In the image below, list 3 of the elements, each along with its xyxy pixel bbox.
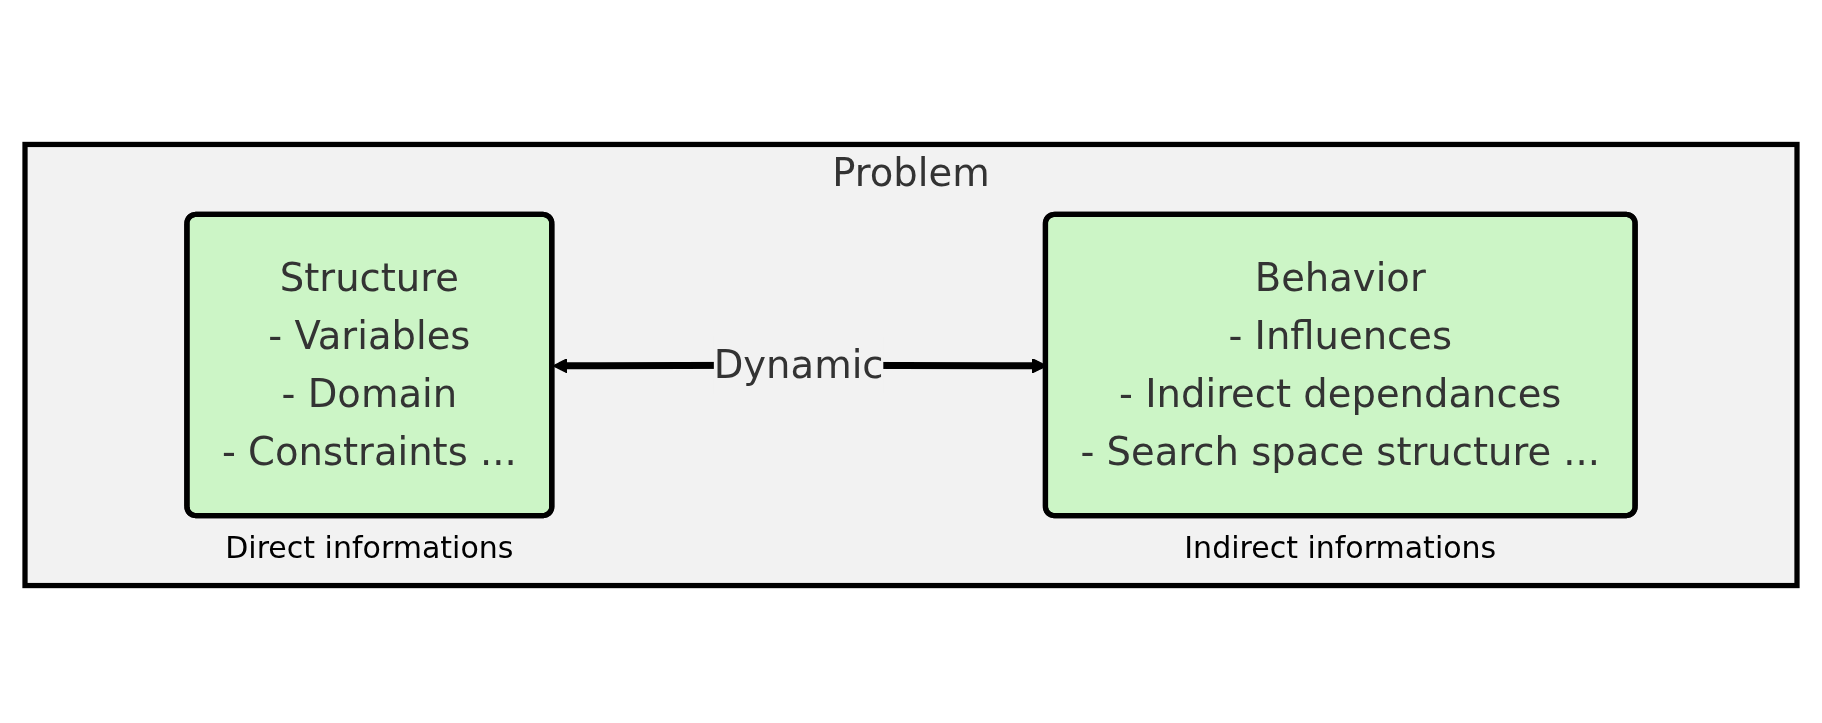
node-caption: Indirect informations xyxy=(1184,529,1497,565)
edge-label: Dynamic xyxy=(713,343,884,387)
node-caption: Direct informations xyxy=(225,529,514,565)
